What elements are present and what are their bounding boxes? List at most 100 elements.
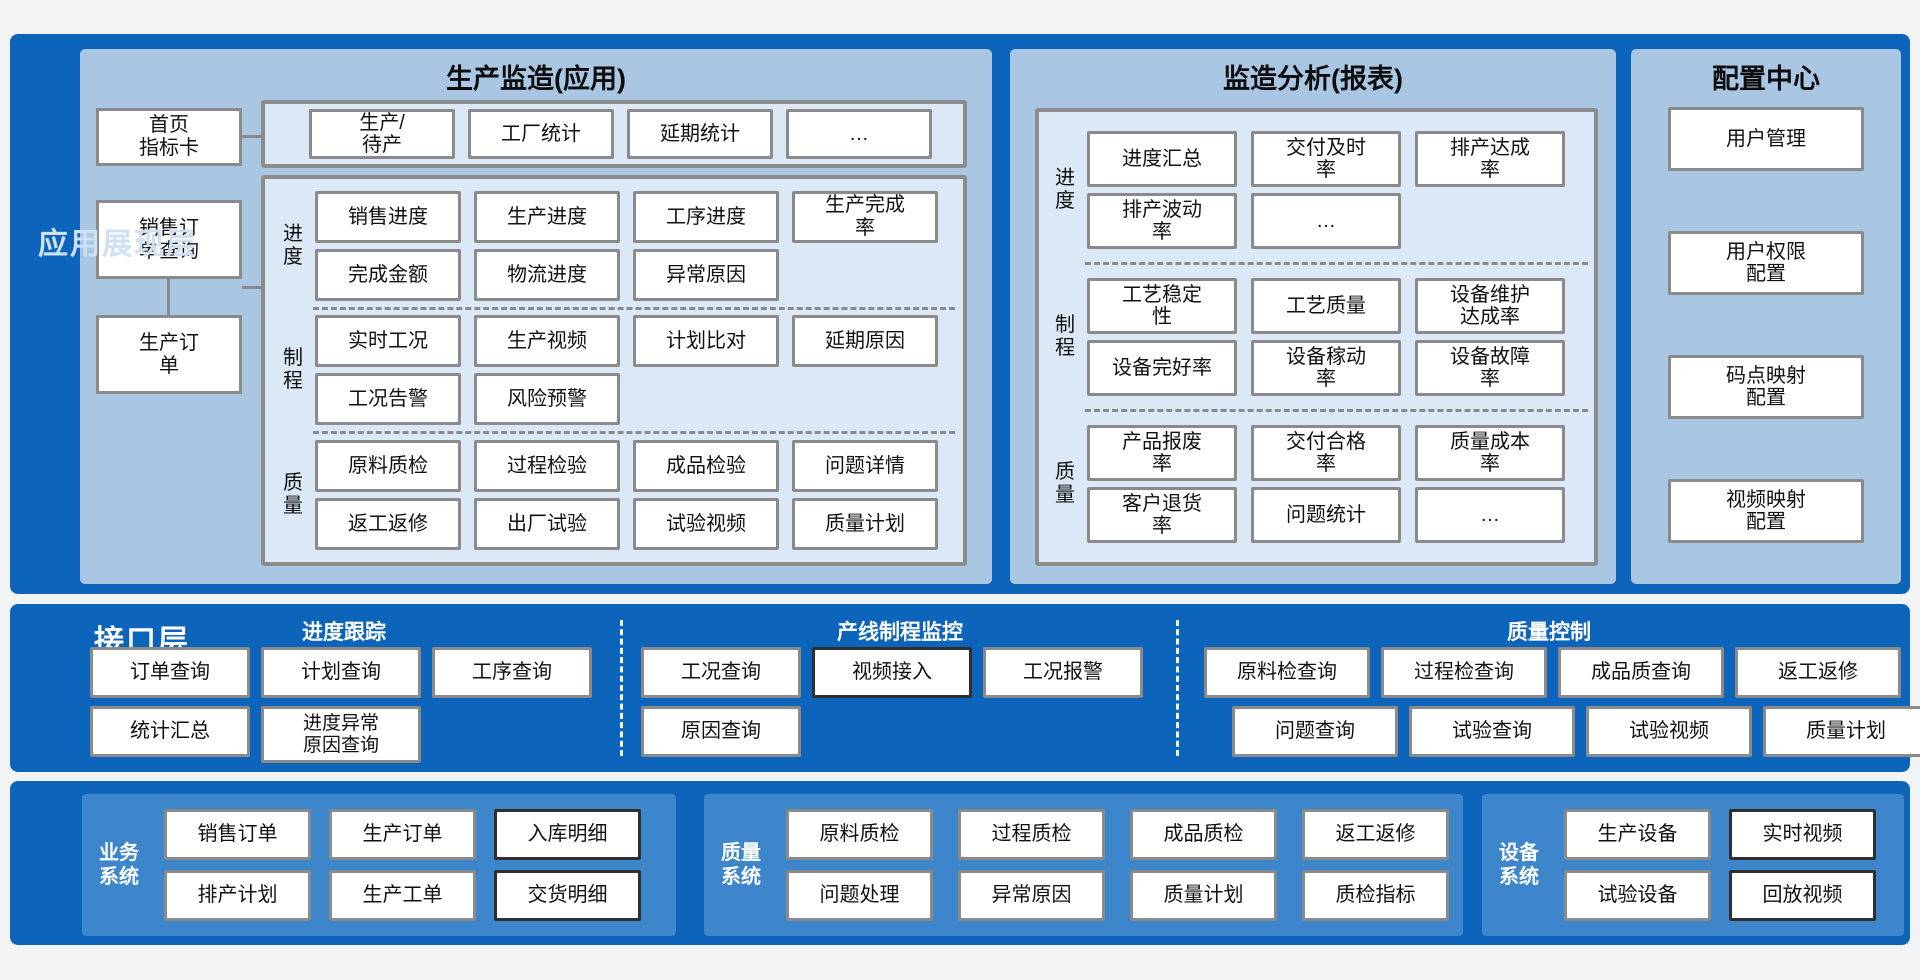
diagram-box: 原因查询 — [641, 706, 801, 757]
panel-production-title: 生产监造(应用) — [446, 64, 626, 94]
diagram-box: 工艺质量 — [1251, 278, 1401, 334]
interface-group-progress: 订单查询 计划查询 工序查询 统计汇总 进度异常 原因查询 — [90, 647, 592, 763]
diagram-box: 完成金额 — [315, 248, 461, 301]
dashed-separator — [1085, 409, 1588, 412]
diagram-box: 问题查询 — [1232, 706, 1398, 757]
panel-config-title: 配置中心 — [1712, 64, 1820, 94]
diagram-box: 质量计划 — [1130, 870, 1277, 921]
connector-line — [167, 279, 170, 315]
diagram-box: 异常原因 — [958, 870, 1105, 921]
diagram-box: 原料质检 — [786, 809, 933, 860]
diagram-box: 质量成本 率 — [1415, 425, 1565, 481]
diagram-box: 过程质检 — [958, 809, 1105, 860]
diagram-box: 工况查询 — [641, 647, 801, 698]
nav-home-indicator-card: 首页 指标卡 — [96, 108, 242, 166]
diagram-box: 设备完好率 — [1087, 340, 1237, 396]
diagram-box: 产品报废 率 — [1087, 425, 1237, 481]
diagram-box: 工序进度 — [633, 190, 779, 243]
diagram-box: 原料检查询 — [1204, 647, 1370, 698]
diagram-box: 出厂试验 — [474, 498, 620, 551]
diagram-box: 生产订单 — [329, 809, 476, 860]
diagram-box: 异常原因 — [633, 248, 779, 301]
group-label: 质量 — [283, 472, 303, 518]
diagram-box: 交付及时 率 — [1251, 131, 1401, 187]
diagram-box: 问题处理 — [786, 870, 933, 921]
diagram-box: 设备维护 达成率 — [1415, 278, 1565, 334]
device-system-panel: 设备 系统 生产设备 实时视频 试验设备 回放视频 — [1482, 794, 1904, 936]
connector-line — [242, 286, 262, 289]
diagram-box: 问题统计 — [1251, 487, 1401, 543]
interface-group-title-line-monitor: 产线制程监控 — [837, 621, 963, 644]
interface-layer-band: 接口层 进度跟踪 产线制程监控 质量控制 订单查询 计划查询 工序查询 统计汇总… — [10, 604, 1920, 772]
diagram-box: 统计汇总 — [90, 706, 250, 757]
group-label: 制程 — [283, 347, 303, 393]
diagram-box: 延期原因 — [792, 315, 938, 368]
diagram-box: 生产视频 — [474, 315, 620, 368]
diagram-box: 物流进度 — [474, 248, 620, 301]
diagram-box: 过程检查询 — [1381, 647, 1547, 698]
diagram-box: 入库明细 — [494, 809, 641, 860]
diagram-box: 成品检验 — [633, 440, 779, 493]
diagram-box: 码点映射 配置 — [1668, 355, 1864, 419]
config-items: 用户管理 用户权限 配置 码点映射 配置 视频映射 配置 — [1631, 107, 1901, 543]
diagram-box: 生产进度 — [474, 190, 620, 243]
diagram-box: 工厂统计 — [468, 109, 614, 159]
diagram-box: 原料质检 — [315, 440, 461, 493]
diagram-box: 订单查询 — [90, 647, 250, 698]
interface-group-line-monitor: 工况查询 视频接入 工况报警 原因查询 — [641, 647, 1143, 757]
diagram-box: 用户管理 — [1668, 107, 1864, 171]
group-label: 进度 — [283, 222, 303, 268]
diagram-box: 排产计划 — [164, 870, 311, 921]
diagram-box: 风险预警 — [474, 373, 620, 426]
diagram-box: … — [1415, 487, 1565, 543]
panel-production-monitor: 生产监造(应用) 首页 指标卡 销售订 单查询 生产订 单 生产/ 待产 工厂统… — [80, 49, 992, 584]
diagram-box: 实时视频 — [1729, 809, 1876, 860]
diagram-box: 排产达成 率 — [1415, 131, 1565, 187]
panel-analysis-title: 监造分析(报表) — [1223, 64, 1403, 94]
diagram-box: 成品质查询 — [1558, 647, 1724, 698]
diagram-box: 延期统计 — [627, 109, 773, 159]
panel-monitor-analysis: 监造分析(报表) 进度 进度汇总 交付及时 率 排产达成 率 排产波动 率 … — [1010, 49, 1616, 584]
system-label: 设备 系统 — [1499, 842, 1539, 888]
diagram-box: 试验视频 — [633, 498, 779, 551]
diagram-box: 问题详情 — [792, 440, 938, 493]
diagram-box: 返工返修 — [315, 498, 461, 551]
production-top-row-subpanel: 生产/ 待产 工厂统计 延期统计 … — [261, 100, 967, 168]
dashed-separator — [1085, 262, 1588, 265]
diagram-box: 质量计划 — [1763, 706, 1920, 757]
diagram-box: 质量计划 — [792, 498, 938, 551]
diagram-box: 生产完成 率 — [792, 190, 938, 243]
interface-group-title-progress: 进度跟踪 — [302, 621, 386, 644]
dashed-separator — [313, 431, 955, 435]
nav-sales-order-query: 销售订 单查询 — [96, 200, 242, 279]
dashed-divider — [620, 620, 623, 756]
diagram-box: 交货明细 — [494, 870, 641, 921]
diagram-box: 工况告警 — [315, 373, 461, 426]
diagram-box: 视频接入 — [812, 647, 972, 698]
interface-group-title-quality: 质量控制 — [1507, 621, 1591, 644]
diagram-box: 返工返修 — [1302, 809, 1449, 860]
diagram-box: 交付合格 率 — [1251, 425, 1401, 481]
diagram-box: … — [786, 109, 932, 159]
dashed-separator — [313, 306, 955, 310]
group-process: 制程 工艺稳定 性 工艺质量 设备维护 达成率 设备完好率 设备稼动 率 设备故… — [1053, 278, 1588, 396]
layer-label-app: 应用展现层 — [38, 228, 198, 261]
diagram-box: 生产工单 — [329, 870, 476, 921]
app-presentation-layer-band: 应用展现层 生产监造(应用) 首页 指标卡 销售订 单查询 生产订 单 生产/ … — [10, 34, 1910, 594]
diagram-box: 实时工况 — [315, 315, 461, 368]
diagram-box: 工序查询 — [432, 647, 592, 698]
diagram-box: … — [1251, 193, 1401, 249]
diagram-box: 返工返修 — [1735, 647, 1901, 698]
group-quality: 质量 原料质检 过程检验 成品检验 问题详情 返工返修 出厂试验 试验视频 — [281, 440, 955, 551]
diagram-box: 视频映射 配置 — [1668, 479, 1864, 543]
diagram-box: 工艺稳定 性 — [1087, 278, 1237, 334]
panel-config-center: 配置中心 用户管理 用户权限 配置 码点映射 配置 视频映射 配置 — [1631, 49, 1901, 584]
group-label: 进度 — [1055, 167, 1075, 212]
business-system-panel: 业务 系统 销售订单 生产订单 入库明细 排产计划 生产工单 交货明细 — [82, 794, 676, 936]
diagram-box: 生产/ 待产 — [309, 109, 455, 159]
system-label: 业务 系统 — [99, 842, 139, 888]
dashed-divider — [1176, 620, 1179, 756]
group-process: 制程 实时工况 生产视频 计划比对 延期原因 工况告警 风险预警 — [281, 315, 955, 426]
production-main-subpanel: 进度 销售进度 生产进度 工序进度 生产完成 率 完成金额 物流进度 异常原因 — [261, 175, 967, 566]
